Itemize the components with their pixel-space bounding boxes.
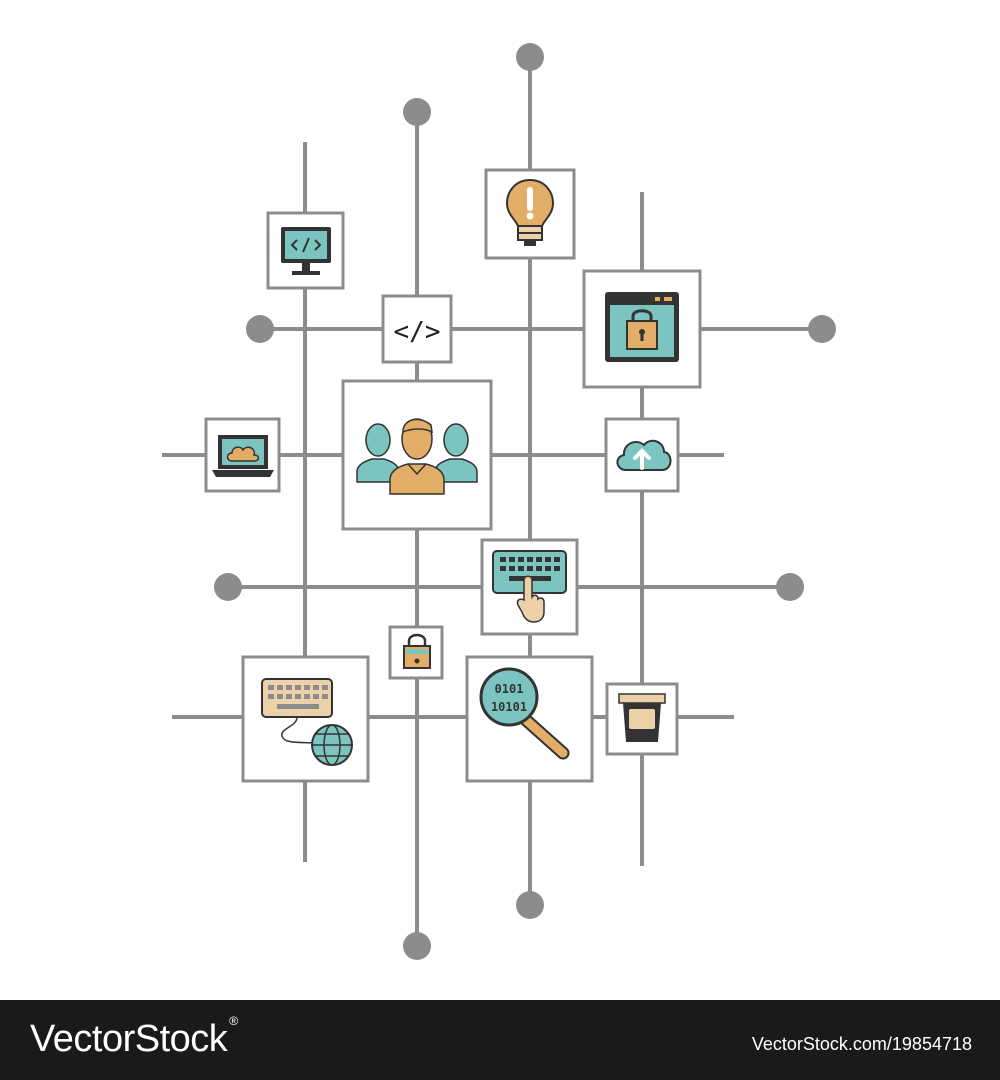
laptop-cloud-icon (212, 435, 274, 477)
cloud-upload-icon (616, 439, 672, 471)
image-id-text: VectorStock.com/19854718 (751, 1034, 972, 1054)
binary-text-line2: 10101 (491, 700, 527, 714)
team-users-box (341, 379, 493, 531)
printer-box (605, 682, 679, 756)
node-dot (246, 315, 274, 343)
node-dot (214, 573, 242, 601)
monitor-code-icon (281, 227, 331, 275)
keyboard-globe-box (241, 655, 370, 783)
binary-text-line1: 0101 (495, 682, 524, 696)
brand-text: VectorStock (30, 1018, 228, 1060)
node-dot (516, 43, 544, 71)
laptop-cloud-box (204, 417, 281, 493)
lightbulb-icon (505, 178, 555, 246)
keyboard-touch-box (480, 538, 579, 636)
padlock-box (388, 625, 444, 680)
browser-lock-box (582, 269, 702, 389)
lightbulb-box (484, 168, 576, 260)
code-tag-icon: </> (394, 317, 441, 347)
keyboard-touch-icon (492, 550, 567, 623)
node-dot (403, 932, 431, 960)
monitor-code-box (266, 211, 345, 290)
binary-search-box: 0101 10101 (465, 655, 594, 783)
node-dot (403, 98, 431, 126)
network-diagram: </> (162, 43, 836, 960)
vectorstock-logo: VectorStock® (30, 1014, 238, 1061)
node-dot (516, 891, 544, 919)
printer-icon (618, 693, 666, 742)
keyboard-globe-icon (261, 678, 353, 766)
code-tag-box: </> (381, 294, 453, 364)
endpoint-nodes (214, 43, 836, 960)
binary-search-icon: 0101 10101 (479, 667, 570, 760)
node-dot (776, 573, 804, 601)
team-users-icon (356, 418, 478, 495)
padlock-icon (403, 633, 431, 669)
browser-lock-icon (605, 292, 679, 362)
watermark-footer: VectorStock® VectorStock.com/19854718 (0, 1000, 1000, 1080)
cloud-upload-box (604, 417, 680, 493)
registered-mark: ® (229, 1014, 238, 1028)
node-dot (808, 315, 836, 343)
